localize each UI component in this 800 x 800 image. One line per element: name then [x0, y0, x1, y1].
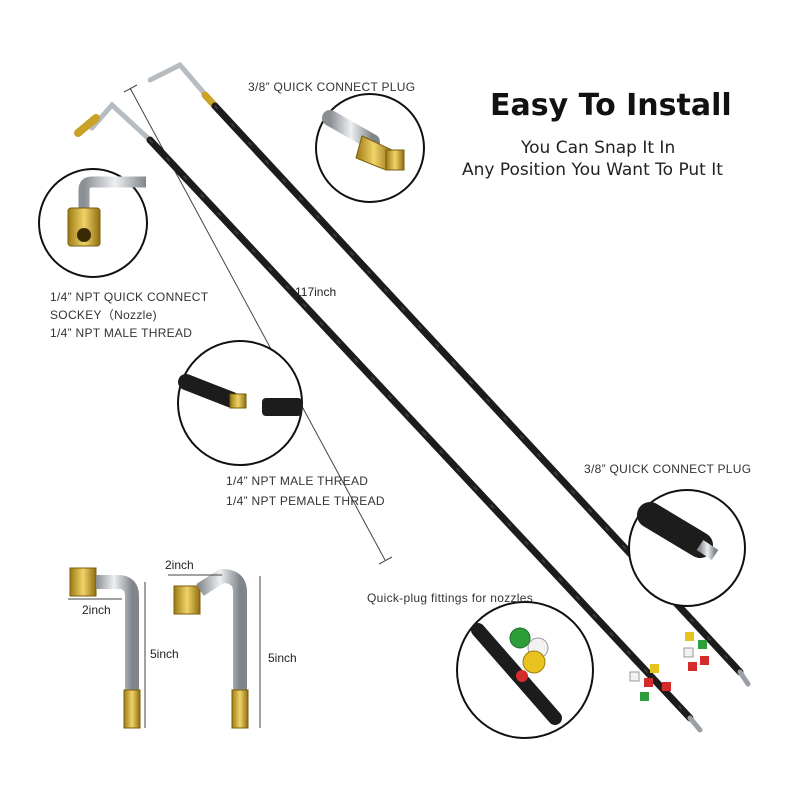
label-female-thread: 1/4” NPT PEMALE THREAD — [226, 494, 385, 508]
dimension-wand-length: 117inch — [295, 285, 337, 299]
nozzle-closeup — [456, 601, 594, 739]
dimension-left-height: 5inch — [150, 647, 179, 661]
label-plug-top: 3/8” QUICK CONNECT PLUG — [248, 80, 416, 94]
adapter-pipe-right — [168, 568, 261, 729]
socket-closeup — [38, 168, 148, 278]
label-nozzles: Quick-plug fittings for nozzles — [367, 591, 534, 605]
label-male-thread-left: 1/4” NPT MALE THREAD — [50, 326, 193, 340]
dimension-right-width: 2inch — [165, 558, 194, 572]
wand-left — [74, 101, 703, 733]
headline-line-1: You Can Snap It In — [521, 138, 676, 158]
dimension-right-height: 5inch — [268, 651, 297, 665]
plug-closeup-right — [628, 489, 746, 607]
label-socket-line-1: 1/4” NPT QUICK CONNECT — [50, 290, 209, 304]
headline-title: Easy To Install — [490, 88, 732, 123]
label-male-thread-mid: 1/4” NPT MALE THREAD — [226, 474, 369, 488]
nozzle-cluster-left — [629, 664, 671, 701]
headline-line-2: Any Position You Want To Put It — [462, 160, 723, 180]
label-plug-right: 3/8” QUICK CONNECT PLUG — [584, 462, 752, 476]
thread-closeup — [177, 340, 303, 466]
adapter-pipe-left — [68, 567, 146, 729]
dimension-left-width: 2inch — [82, 603, 111, 617]
nozzle-cluster-right — [683, 632, 709, 671]
plug-closeup-top — [315, 93, 425, 203]
label-socket-line-2: SOCKEY（Nozzle) — [50, 308, 157, 322]
